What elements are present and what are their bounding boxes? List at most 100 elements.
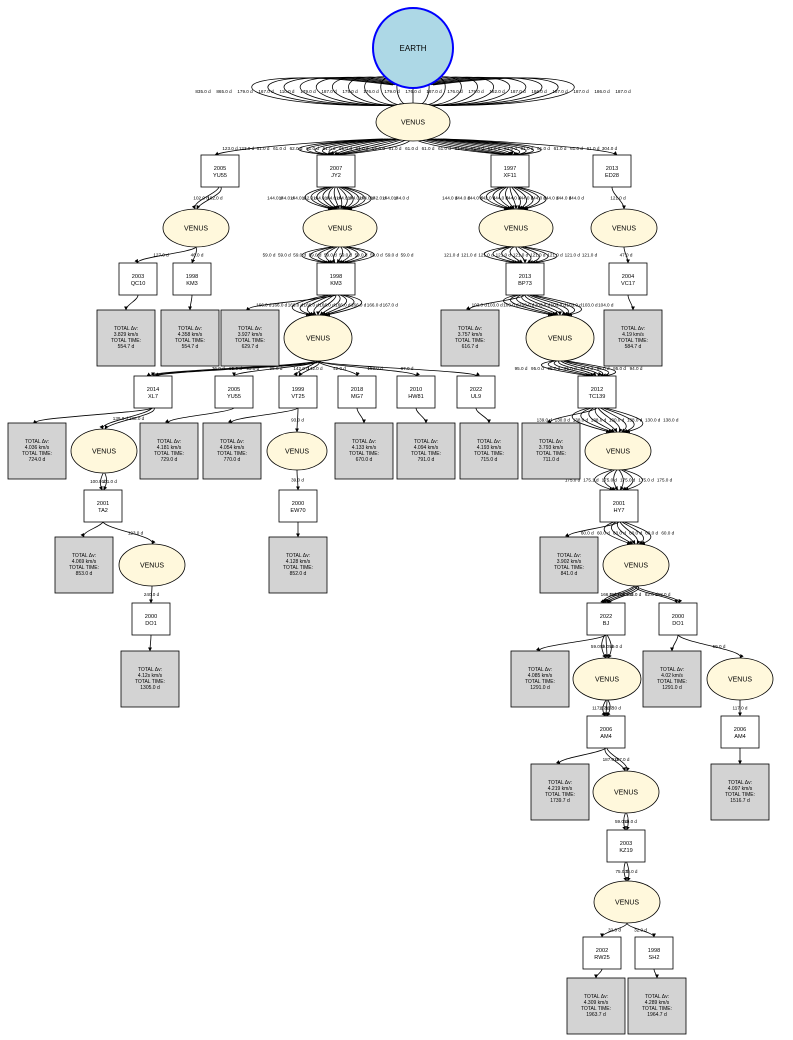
km3b-venus-8 bbox=[325, 294, 363, 317]
result-node-r_yu55b bbox=[139, 422, 199, 480]
asteroid-year-hy7: 2001 bbox=[613, 501, 625, 507]
earth-node bbox=[372, 7, 454, 89]
venus-bp73-6-label: 121.0 d bbox=[547, 253, 563, 258]
jy2-venus-7-label: 144.0 d bbox=[348, 196, 364, 201]
venus-xl7-2-label: 95.0 d bbox=[246, 366, 259, 371]
result-dv-r_am4b: 4.097 km/s bbox=[728, 786, 753, 792]
bp73-venus-0-label: 103.0 d bbox=[472, 303, 488, 308]
venus-label-v_kz19: VENUS bbox=[615, 900, 639, 907]
venus-ul9-label: 87.0 d bbox=[401, 366, 414, 371]
venus-xl7-1 bbox=[151, 360, 319, 377]
venus-do1b-1 bbox=[636, 585, 683, 604]
asteroid-name-hy7: HY7 bbox=[614, 508, 625, 514]
asteroid-node-do1b bbox=[658, 602, 698, 636]
venus-bp73-8 bbox=[524, 246, 558, 265]
venus-xl7-0-label: 36.0 d bbox=[212, 366, 225, 371]
venus-hy7-1-label: 175.1 d bbox=[583, 478, 599, 483]
result-time-label-r_hy7: TOTAL TIME: bbox=[554, 565, 584, 571]
result-dv-r_do1b: 4.02 km/s bbox=[661, 673, 683, 679]
vt25-venus bbox=[295, 407, 300, 433]
venus-label-v_ed28: VENUS bbox=[612, 226, 636, 233]
result-dv-label-r_do1a: TOTAL Δv: bbox=[138, 667, 162, 673]
venus-node-v_hy7 bbox=[602, 543, 670, 587]
venus-node-v_kz19 bbox=[593, 880, 661, 924]
result-node-r_ew70 bbox=[268, 536, 328, 594]
hy7-venus-1 bbox=[611, 521, 634, 545]
venus-vt25-0-label: 142.0 d bbox=[293, 366, 309, 371]
result-dv-r_xl7: 4.036 km/s bbox=[25, 445, 50, 451]
result-node-r_ta2 bbox=[54, 536, 114, 594]
result-dv-r_vt25: 4.054 km/s bbox=[220, 445, 245, 451]
venus-km3b-0 bbox=[301, 246, 332, 265]
bp73-result bbox=[465, 294, 526, 311]
asteroid-year-km3a: 1998 bbox=[186, 274, 198, 280]
venus-km3a bbox=[191, 246, 197, 264]
am4a-venus-1-label: 187.0 d bbox=[614, 757, 630, 762]
asteroid-node-hy7 bbox=[599, 489, 639, 523]
venus-label-v_jy2: VENUS bbox=[328, 226, 352, 233]
kz19-venus-0 bbox=[623, 861, 628, 882]
asteroid-year-am4b: 2006 bbox=[734, 727, 746, 733]
venus-bp73-4-label: 121.0 d bbox=[513, 253, 529, 258]
jy2-venus-6-label: 144.0 d bbox=[336, 196, 352, 201]
earth-venus-edge-16 bbox=[418, 76, 510, 108]
bp73-venus-2-label: 103.0 d bbox=[503, 303, 519, 308]
result-dv-label-r_am4a: TOTAL Δv: bbox=[548, 780, 572, 786]
venus-km3b-9 bbox=[344, 246, 375, 265]
venus-hy7-3 bbox=[618, 469, 624, 491]
earth-venus-label-1: 865.0 d bbox=[216, 89, 232, 94]
asteroid-node-hw81 bbox=[396, 375, 436, 409]
venus-l1-label-8: 61.0 d bbox=[356, 146, 369, 151]
edges-layer bbox=[32, 76, 744, 979]
venus-node-v_ta2 bbox=[118, 543, 186, 587]
bp73-venus-4 bbox=[524, 294, 562, 316]
venus-hw81 bbox=[317, 360, 420, 377]
venus-label-v_tc139: VENUS bbox=[606, 449, 630, 456]
venus-node-v_jy2 bbox=[302, 208, 378, 248]
result-time-r_do1a: 1305.0 d bbox=[140, 685, 160, 691]
km3b-venus-6-label: 166.0 d bbox=[351, 303, 367, 308]
asteroid-name-ul9: UL9 bbox=[471, 394, 481, 400]
km3b-venus-7 bbox=[323, 294, 355, 316]
venus-tc139-5-label: 95.0 d bbox=[597, 366, 610, 371]
venus-do1b-1-label: 168.0 d bbox=[655, 592, 671, 597]
result-dv-r_do1a: 4.12s km/s bbox=[138, 673, 163, 679]
result-dv-r_km3a: 4.358 km/s bbox=[178, 332, 203, 338]
venus-l1-label-4: 62.0 d bbox=[290, 146, 303, 151]
xf11-venus-6 bbox=[511, 186, 522, 210]
asteroid-node-km3a bbox=[172, 262, 212, 296]
result-dv-label-r_am4b: TOTAL Δv: bbox=[728, 780, 752, 786]
km3a-result bbox=[188, 294, 193, 311]
venus-l1-label-18: 61.0 d bbox=[521, 146, 534, 151]
bj-result bbox=[536, 634, 607, 652]
jy2-venus-10 bbox=[342, 186, 366, 210]
am4a-venus-0 bbox=[604, 747, 626, 772]
vt25-result bbox=[227, 407, 299, 424]
earth-venus-edge-4 bbox=[316, 76, 408, 108]
do1a-result bbox=[148, 634, 153, 652]
asteroid-year-yu55b: 2005 bbox=[228, 387, 240, 393]
result-time-label-r_ul9: TOTAL TIME: bbox=[474, 451, 504, 457]
asteroid-year-am4a: 2006 bbox=[600, 727, 612, 733]
venus-xl7-1-label: 95.0 d bbox=[229, 366, 242, 371]
result-time-r_am4b: 1516.7 d bbox=[730, 798, 750, 804]
earth-venus-edge-1 bbox=[267, 77, 405, 108]
hy7-venus-2 bbox=[616, 521, 636, 545]
result-node-r_qc10 bbox=[96, 309, 156, 367]
asteroid-node-vt25 bbox=[278, 375, 318, 409]
venus-kz19-0 bbox=[622, 812, 626, 831]
venus-am4b-label: 117.0 d bbox=[733, 706, 748, 711]
venus-ta2-0 bbox=[98, 472, 104, 491]
asteroid-node-mg7 bbox=[337, 375, 377, 409]
asteroid-node-jy2 bbox=[316, 154, 356, 188]
venus-qc10-label: 127.0 d bbox=[153, 253, 169, 258]
venus-l1-label-23: 304.0 d bbox=[602, 146, 618, 151]
result-time-label-r_am4b: TOTAL TIME: bbox=[725, 792, 755, 798]
result-node-r_sh2 bbox=[627, 977, 687, 1035]
venus-do1b-0-label: 62.0 d bbox=[645, 592, 658, 597]
bp73-venus-2 bbox=[516, 294, 557, 316]
earth-label: EARTH bbox=[400, 44, 427, 53]
venus-km3b-1-label: 59.0 d bbox=[278, 253, 291, 258]
asteroid-name-kz19: KZ19 bbox=[619, 848, 632, 854]
